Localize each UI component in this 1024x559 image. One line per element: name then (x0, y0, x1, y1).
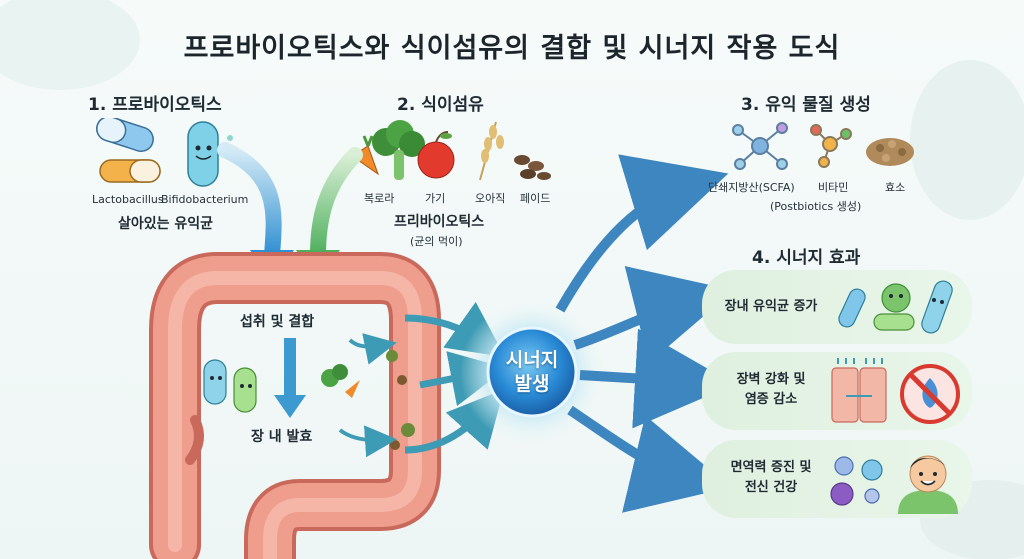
bifidobacterium-label: Bifidobacterium (161, 193, 249, 206)
effect-card-3: 면역력 증진 및 전신 건강 (702, 440, 972, 518)
bacterium-icon (187, 121, 236, 187)
synergy-label: 시너지 발생 (488, 348, 576, 396)
effect-label-2: 장벽 강화 및 염증 감소 (736, 372, 806, 407)
scfa-label: 단쇄지방산(SCFA) (708, 181, 795, 194)
immunity-icon (830, 455, 958, 514)
to-metabolites-arrow (555, 154, 729, 313)
lactobacillus-label: Lactobacillus (92, 193, 164, 206)
capsule-icon (99, 159, 161, 183)
wheat-icon (479, 121, 504, 181)
synergy-line2: 발생 (514, 373, 550, 395)
food-label-1: 복로라 (364, 192, 395, 205)
vitamin-icon (810, 124, 852, 168)
enzyme-label: 효소 (885, 181, 906, 194)
apple-icon (417, 131, 455, 179)
probiotics-caption: 살아있는 유익균 (118, 216, 214, 232)
synergy-line1: 시너지 (505, 349, 559, 371)
probiotic-input-arrow (217, 142, 282, 263)
gut-barrier-icon (831, 358, 960, 424)
immune-cell-icon (830, 456, 883, 506)
fermentation-label: 장 내 발효 (251, 429, 313, 445)
intake-label: 섭취 및 결합 (240, 314, 315, 330)
synergy-circle (486, 326, 578, 418)
to-effect1-arrow (573, 266, 734, 364)
happy-person-icon (898, 455, 958, 514)
food-label-2: 가기 (425, 192, 446, 205)
effect-card-1: 장내 유익균 증가 (702, 270, 972, 344)
prebiotics-caption: 프리바이오틱스 (394, 214, 485, 230)
broccoli-icon (372, 120, 425, 180)
gut-fiber-icon (321, 350, 415, 450)
section3-heading: 3. 유익 물질 생성 (741, 95, 871, 115)
section1-heading: 1. 프로바이오틱스 (88, 95, 222, 115)
seeds-icon (514, 155, 551, 180)
beneficial-bacteria-icon (838, 280, 953, 334)
metabolites-illustration (732, 122, 914, 170)
section4-heading: 4. 시너지 효과 (752, 248, 861, 268)
gut-bacteria-icon (203, 359, 257, 413)
no-inflammation-icon (900, 364, 960, 424)
food-label-3: 오아직 (475, 192, 506, 205)
page-title: 프로바이오틱스와 식이섬유의 결합 및 시너지 작용 도식 (183, 33, 841, 64)
to-effect2-arrow (579, 328, 735, 429)
to-effect3-arrow (567, 405, 731, 513)
vitamin-label: 비타민 (818, 181, 849, 194)
prebiotics-subcaption: (균의 먹이) (410, 235, 463, 248)
effect-label-1: 장내 유익균 증가 (724, 299, 818, 314)
molecule-icon (732, 122, 788, 170)
enzyme-icon (866, 138, 914, 166)
capsule-icon (96, 118, 154, 153)
section2-heading: 2. 식이섬유 (397, 95, 484, 115)
postbiotics-note: (Postbiotics 생성) (770, 200, 862, 213)
effect-card-2: 장벽 강화 및 염증 감소 (702, 352, 972, 430)
effect-label-3: 면역력 증진 및 전신 건강 (730, 460, 812, 495)
probiotic-bacteria-illustration (96, 118, 236, 187)
fiber-input-arrow (310, 147, 363, 263)
food-label-4: 페이드 (520, 192, 551, 205)
